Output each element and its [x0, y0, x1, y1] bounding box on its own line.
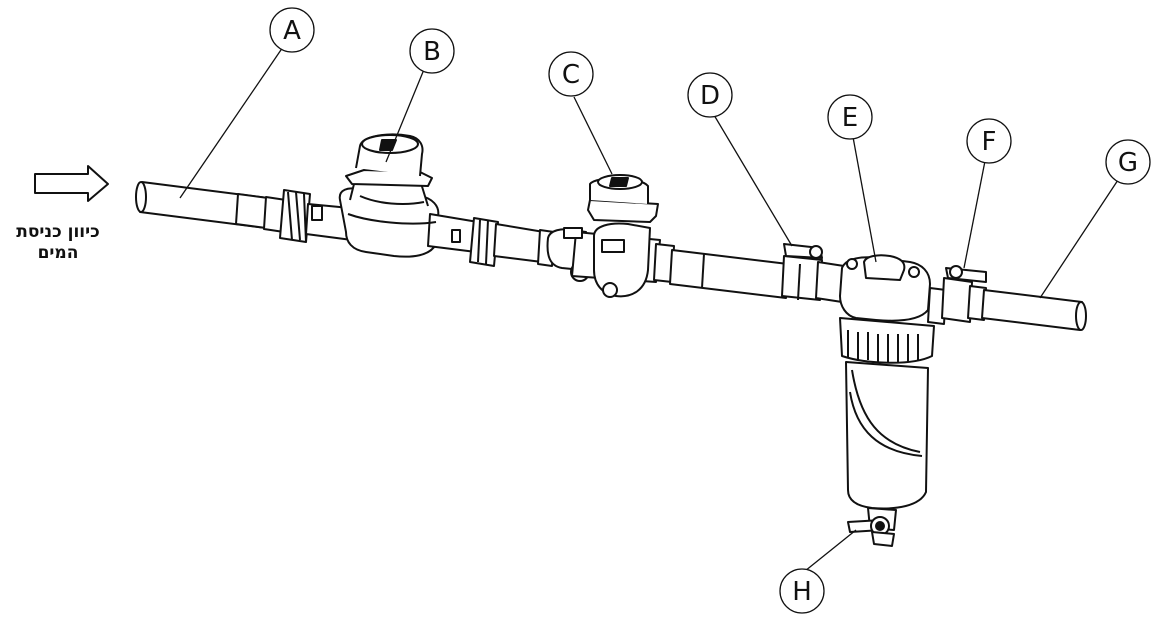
- callout-a-label: A: [283, 16, 301, 46]
- water-meter-b: [305, 133, 479, 258]
- inlet-pipe-a: [135, 181, 287, 233]
- drain-valve-h: [847, 507, 897, 547]
- callout-e-label: E: [842, 103, 858, 133]
- callout-g-label: G: [1118, 148, 1138, 178]
- flow-arrow-icon: [34, 165, 109, 202]
- callout-c-label: C: [562, 60, 580, 90]
- flow-direction-line-2: המים: [37, 243, 79, 263]
- callout-d-circle: [687, 72, 733, 118]
- callout-a-circle: [269, 7, 315, 53]
- flow-direction-caption: כיוון כניסת המים: [0, 222, 116, 264]
- callout-c-circle: [548, 51, 594, 97]
- outlet-pipe-g: [981, 289, 1087, 331]
- callout-e-circle: [827, 94, 873, 140]
- callout-g-circle: [1105, 139, 1151, 185]
- callout-b-circle: [409, 28, 455, 74]
- middle-pipe: [669, 249, 789, 299]
- callout-h-label: H: [792, 577, 812, 607]
- filter-housing-e: [839, 254, 947, 510]
- pressure-valve-c: [546, 174, 675, 298]
- flow-direction-line-1: כיוון כניסת: [16, 222, 100, 242]
- callout-f-circle: [966, 118, 1012, 164]
- callout-f-label: F: [982, 127, 997, 157]
- meter-outlet-nut: [469, 217, 555, 267]
- leader-lines: [179, 43, 1119, 576]
- callout-d-label: D: [700, 81, 720, 111]
- callout-b-label: B: [423, 37, 441, 67]
- callout-h-circle: [779, 568, 825, 614]
- ball-valve-d: [781, 243, 845, 303]
- ball-valve-f: [941, 265, 987, 323]
